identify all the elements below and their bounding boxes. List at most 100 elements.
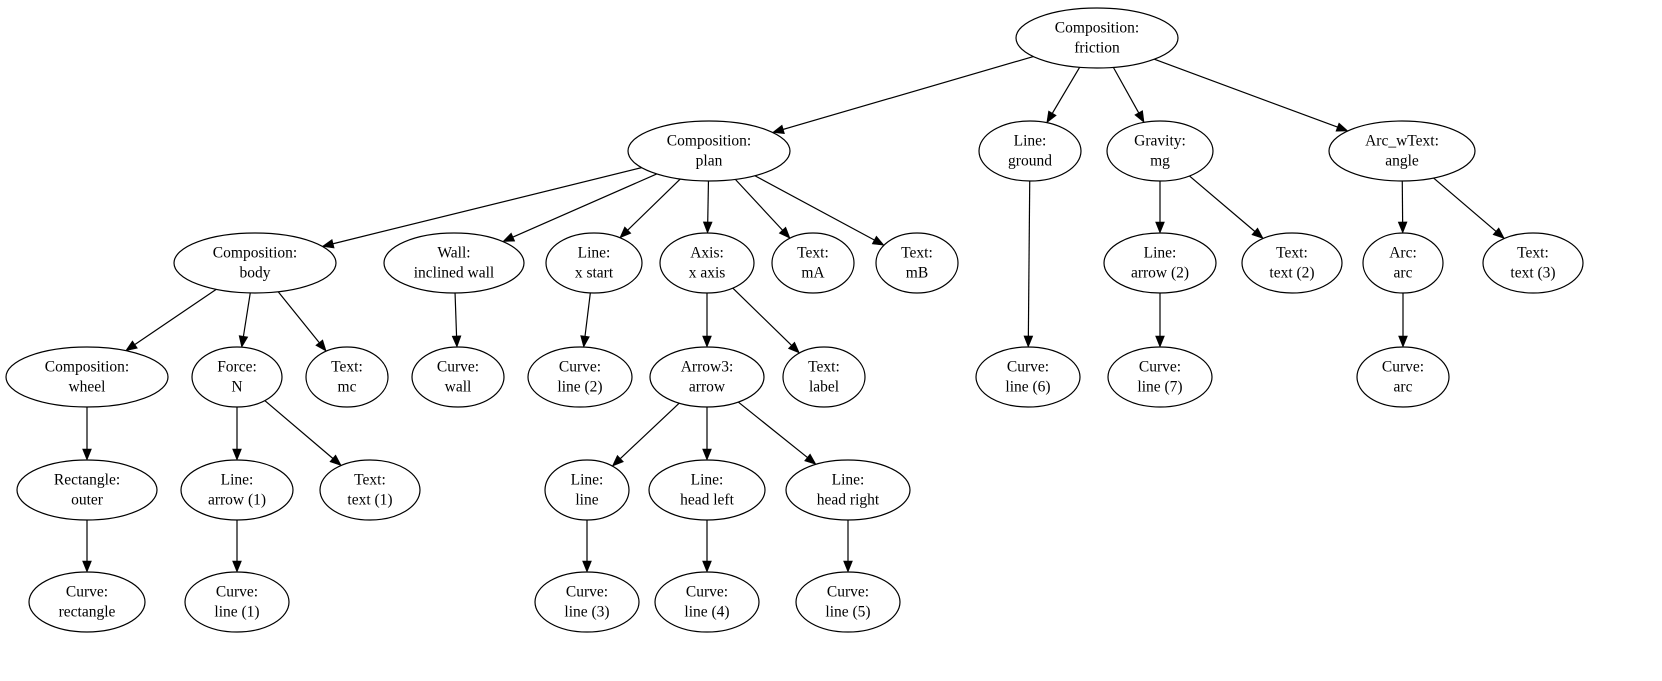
edges-layer <box>82 55 1505 573</box>
graph-node-N[interactable]: Force:N <box>191 346 283 408</box>
edge-arrow-to-lineNode <box>619 402 680 459</box>
arrowhead-icon <box>611 454 624 467</box>
node-ellipse-line2 <box>527 346 633 408</box>
node-name-label-text1: text (1) <box>347 492 392 509</box>
node-type-label-line6: Curve: <box>1007 359 1049 376</box>
node-name-label-arcCurve: arc <box>1394 379 1413 396</box>
edge-body-to-wheel <box>134 288 217 345</box>
graph-node-line3[interactable]: Curve:line (3) <box>534 571 640 633</box>
arrowhead-icon <box>1335 122 1349 132</box>
graph-node-ground[interactable]: Line:ground <box>978 120 1082 182</box>
node-type-label-mB: Text: <box>901 245 933 262</box>
node-type-label-mc: Text: <box>331 359 363 376</box>
node-name-label-mB: mB <box>906 265 928 282</box>
node-type-label-line4: Curve: <box>686 584 728 601</box>
edge-plan-to-body <box>332 167 642 245</box>
node-type-label-mg: Gravity: <box>1134 133 1186 150</box>
node-type-label-arrow2: Line: <box>1144 245 1177 262</box>
edge-plan-to-xstart <box>627 178 681 231</box>
graph-node-mc[interactable]: Text:mc <box>305 346 389 408</box>
graph-node-lineNode[interactable]: Line:line <box>544 459 630 521</box>
graph-node-arcCurve[interactable]: Curve:arc <box>1356 346 1450 408</box>
node-ellipse-outer <box>16 459 158 521</box>
graph-node-headleft[interactable]: Line:head left <box>648 459 766 521</box>
graph-node-text3[interactable]: Text:text (3) <box>1482 232 1584 294</box>
graph-node-arrow2[interactable]: Line:arrow (2) <box>1103 232 1217 294</box>
arrowhead-icon <box>1046 110 1057 124</box>
graph-node-body[interactable]: Composition:body <box>173 232 337 294</box>
graph-node-line1[interactable]: Curve:line (1) <box>184 571 290 633</box>
node-name-label-xaxis: x axis <box>689 265 726 282</box>
arrowhead-icon <box>238 335 249 348</box>
graph-node-line7[interactable]: Curve:line (7) <box>1107 346 1213 408</box>
node-name-label-mA: mA <box>801 265 825 282</box>
arrowhead-icon <box>702 448 712 461</box>
graph-node-angle[interactable]: Arc_wText:angle <box>1328 120 1476 182</box>
graph-node-wall[interactable]: Curve:wall <box>411 346 505 408</box>
graph-node-xstart[interactable]: Line:x start <box>545 232 643 294</box>
graph-node-rectangle[interactable]: Curve:rectangle <box>28 571 146 633</box>
node-type-label-friction: Composition: <box>1055 20 1139 37</box>
node-type-label-mA: Text: <box>797 245 829 262</box>
node-ellipse-headright <box>785 459 911 521</box>
edge-xstart-to-line2 <box>584 292 591 337</box>
graph-node-text1[interactable]: Text: text (1) <box>319 459 421 521</box>
arrowhead-icon <box>232 560 242 573</box>
node-type-label-xstart: Line: <box>578 245 611 262</box>
graph-node-xaxis[interactable]: Axis:x axis <box>659 232 755 294</box>
node-type-label-plan: Composition: <box>667 133 751 150</box>
graph-node-label[interactable]: Text:label <box>782 346 866 408</box>
node-ellipse-line6 <box>975 346 1081 408</box>
graph-node-text2[interactable]: Text:text (2) <box>1241 232 1343 294</box>
node-name-label-plan: plan <box>696 153 723 170</box>
graph-node-line6[interactable]: Curve:line (6) <box>975 346 1081 408</box>
node-type-label-line1: Curve: <box>216 584 258 601</box>
node-type-label-angle: Arc_wText: <box>1365 133 1439 150</box>
edge-friction-to-plan <box>783 55 1034 130</box>
edge-body-to-mc <box>277 291 320 343</box>
node-type-label-headright: Line: <box>832 472 865 489</box>
edge-friction-to-ground <box>1051 66 1081 114</box>
node-ellipse-text2 <box>1241 232 1343 294</box>
edge-body-to-N <box>242 292 251 337</box>
arrowhead-icon <box>843 560 853 573</box>
graph-node-wheel[interactable]: Composition:wheel <box>5 346 169 408</box>
node-ellipse-arrow <box>649 346 765 408</box>
arrowhead-icon <box>771 124 785 134</box>
arrowhead-icon <box>315 339 327 352</box>
nodes-layer: Composition:frictionComposition:planLine… <box>5 7 1584 633</box>
node-type-label-text1: Text: <box>354 472 386 489</box>
node-ellipse-mB <box>875 232 959 294</box>
node-name-label-lineNode: line <box>575 492 598 509</box>
arrowhead-icon <box>1397 221 1408 234</box>
graph-node-inclinedwall[interactable]: Wall:inclined wall <box>383 232 525 294</box>
graph-node-mg[interactable]: Gravity:mg <box>1106 120 1214 182</box>
graph-node-mB[interactable]: Text: mB <box>875 232 959 294</box>
node-ellipse-line4 <box>654 571 760 633</box>
node-ellipse-xaxis <box>659 232 755 294</box>
graph-node-line4[interactable]: Curve:line (4) <box>654 571 760 633</box>
edge-ground-to-line6 <box>1027 180 1031 337</box>
graph-node-plan[interactable]: Composition: plan <box>627 120 791 182</box>
graph-node-line2[interactable]: Curve:line (2) <box>527 346 633 408</box>
node-name-label-arrow1: arrow (1) <box>208 492 266 509</box>
node-ellipse-xstart <box>545 232 643 294</box>
graph-node-friction[interactable]: Composition:friction <box>1015 7 1179 69</box>
arrowhead-icon <box>232 448 242 461</box>
graph-node-arc[interactable]: Arc:arc <box>1362 232 1444 294</box>
graph-node-arrow1[interactable]: Line:arrow (1) <box>180 459 294 521</box>
graph-node-outer[interactable]: Rectangle:outer <box>16 459 158 521</box>
edge-arrow-to-headright <box>737 401 808 458</box>
node-name-label-N: N <box>231 379 242 396</box>
arrowhead-icon <box>1155 335 1165 348</box>
node-name-label-outer: outer <box>71 492 104 509</box>
node-name-label-wall: wall <box>445 379 472 396</box>
graph-node-line5[interactable]: Curve:line (5) <box>795 571 901 633</box>
graph-node-arrow[interactable]: Arrow3:arrow <box>649 346 765 408</box>
arrowhead-icon <box>321 238 335 249</box>
node-name-label-label: label <box>809 379 839 396</box>
graph-node-headright[interactable]: Line:head right <box>785 459 911 521</box>
node-ellipse-mA <box>771 232 855 294</box>
graph-node-mA[interactable]: Text: mA <box>771 232 855 294</box>
